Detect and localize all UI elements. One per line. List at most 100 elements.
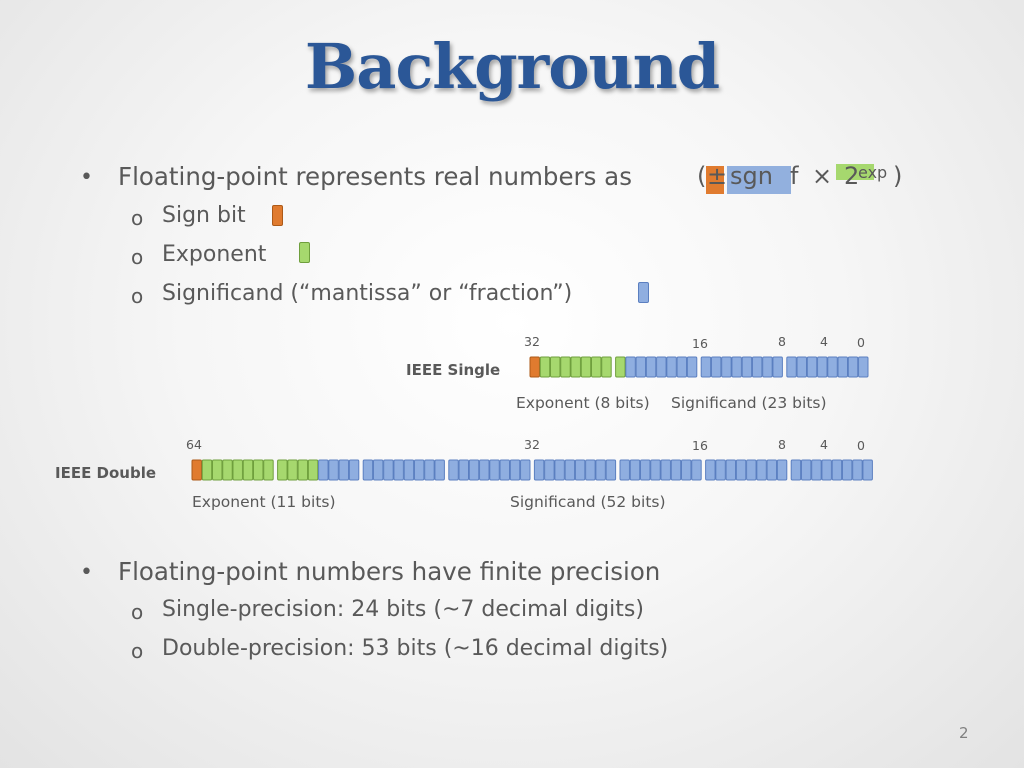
bullet-2-text: Floating-point numbers have finite preci… <box>118 557 661 586</box>
subbullet-marker: o <box>131 284 144 308</box>
single-significand-bit <box>772 356 783 378</box>
double-significand-bit <box>403 459 415 481</box>
double-significand-bit <box>691 459 702 481</box>
double-exponent-bit <box>277 459 288 481</box>
single-significand-bit <box>731 356 742 378</box>
formula-open-paren: ( <box>697 162 707 190</box>
formula-sign: ± <box>707 162 728 190</box>
subbullet-marker: o <box>131 206 144 230</box>
single-significand-bit <box>645 356 657 378</box>
single-precision-text: Single-precision: 24 bits (~7 decimal di… <box>162 597 644 622</box>
single-significand-bit <box>625 356 636 378</box>
double-significand-bit <box>605 459 617 481</box>
double-significand-bit <box>448 459 459 481</box>
formula-base: 2 <box>844 162 860 190</box>
subbullet-marker: o <box>131 600 144 624</box>
exponent-chip <box>299 242 310 263</box>
double-significand-bit <box>413 459 425 481</box>
double-significand-bit <box>800 459 812 481</box>
single-bitpos-32: 32 <box>524 334 540 349</box>
single-significand-bit <box>817 356 828 378</box>
sign-bit-chip <box>272 205 283 226</box>
single-sign-bit <box>529 356 540 378</box>
formula-significand-highlight <box>727 166 791 194</box>
double-significand-bit <box>776 459 788 481</box>
single-significand-bit <box>762 356 773 378</box>
double-significand-bit <box>393 459 404 481</box>
bullet-marker: • <box>80 560 93 585</box>
double-significand-caption: Significand (52 bits) <box>510 493 666 511</box>
double-significand-bit <box>499 459 510 481</box>
double-exponent-bit <box>287 459 298 481</box>
double-significand-bit <box>468 459 480 481</box>
double-significand-bit <box>574 459 586 481</box>
double-significand-bit <box>735 459 747 481</box>
formula-sign-highlight <box>706 166 724 194</box>
double-significand-bit <box>554 459 565 481</box>
single-significand-bit <box>676 356 688 378</box>
formula-times: × <box>812 162 833 190</box>
formula-close-paren: ) <box>893 162 903 190</box>
ieee-single-label: IEEE Single <box>406 361 501 379</box>
double-bitpos-32: 32 <box>524 437 540 452</box>
double-significand-bit <box>640 459 651 481</box>
double-exponent-bit <box>263 459 274 481</box>
double-significand-bit <box>318 459 329 481</box>
double-significand-bit <box>841 459 853 481</box>
single-exponent-bit <box>570 356 581 378</box>
double-significand-bit <box>756 459 767 481</box>
formula-exponent-highlight <box>836 164 874 180</box>
double-exponent-bit <box>297 459 309 481</box>
double-significand-bit <box>458 459 469 481</box>
double-significand-bit <box>705 459 716 481</box>
single-significand-bit <box>686 356 698 378</box>
double-significand-bit <box>715 459 726 481</box>
double-precision-text: Double-precision: 53 bits (~16 decimal d… <box>162 636 669 661</box>
double-significand-bit <box>595 459 606 481</box>
double-bitpos-0: 0 <box>857 438 865 453</box>
double-significand-bit <box>650 459 661 481</box>
double-significand-bit <box>821 459 832 481</box>
single-exponent-caption: Exponent (8 bits) <box>516 394 650 412</box>
double-exponent-caption: Exponent (11 bits) <box>192 493 336 511</box>
single-bitpos-4: 4 <box>820 334 828 349</box>
double-significand-bit <box>533 459 545 481</box>
single-exponent-bit <box>539 356 551 378</box>
double-exponent-bit <box>201 459 213 481</box>
double-significand-bit <box>383 459 394 481</box>
double-exponent-bit <box>307 459 319 481</box>
single-exponent-bit <box>615 356 626 378</box>
double-significand-bit <box>790 459 802 481</box>
slide-title: Background <box>304 30 720 103</box>
bullet-1-text: Floating-point represents real numbers a… <box>118 162 632 191</box>
double-significand-bit <box>681 459 692 481</box>
double-significand-bit <box>520 459 531 481</box>
double-significand-bit <box>338 459 350 481</box>
single-significand-bit <box>666 356 677 378</box>
formula-exponent: exp <box>858 163 888 182</box>
single-significand-bit <box>700 356 712 378</box>
single-significand-bit <box>710 356 722 378</box>
formula-f: f <box>790 162 799 190</box>
double-exponent-bit <box>242 459 254 481</box>
double-significand-bit <box>434 459 445 481</box>
single-significand-bit <box>796 356 807 378</box>
single-exponent-bit <box>580 356 592 378</box>
double-bitpos-4: 4 <box>820 437 828 452</box>
single-significand-bit <box>751 356 763 378</box>
subbullet-marker: o <box>131 245 144 269</box>
double-significand-bit <box>831 459 843 481</box>
exponent-label: Exponent <box>162 242 267 267</box>
double-significand-bit <box>544 459 555 481</box>
double-significand-bit <box>489 459 500 481</box>
double-significand-bit <box>852 459 863 481</box>
double-significand-bit <box>509 459 521 481</box>
double-significand-bit <box>862 459 873 481</box>
ieee-double-label: IEEE Double <box>55 464 157 482</box>
double-significand-bit <box>362 459 374 481</box>
double-significand-bit <box>585 459 596 481</box>
double-exponent-bit <box>222 459 233 481</box>
double-significand-bit <box>424 459 435 481</box>
single-significand-bit <box>635 356 647 378</box>
double-significand-bit <box>629 459 641 481</box>
